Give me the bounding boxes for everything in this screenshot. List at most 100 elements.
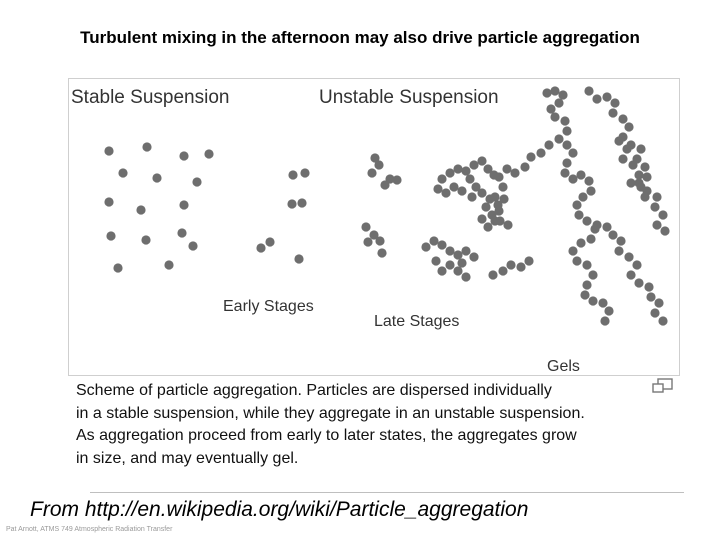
gel-particle [588,296,598,306]
gel-particle [490,216,500,226]
gel-particle [568,246,578,256]
caption-line: Scheme of particle aggregation. Particle… [76,382,552,399]
early-particle [380,180,390,190]
early-particle [367,168,377,178]
late-particle [433,184,443,194]
gel-particle [550,86,560,96]
gel-particle [660,226,670,236]
gel-particle [592,94,602,104]
early-particle [288,170,298,180]
stable-particle [104,197,114,207]
gel-particle [618,114,628,124]
gel-particle [598,298,608,308]
gel-particle [624,122,634,132]
gel-particle [650,202,660,212]
enlarge-icon[interactable] [652,378,674,394]
stable-particle [179,200,189,210]
figure-caption: Scheme of particle aggregation. Particle… [76,380,676,470]
early-particle [377,248,387,258]
late-particle [453,164,463,174]
gel-particle [568,148,578,158]
late-particle [477,214,487,224]
caption-line: As aggregation proceed from early to lat… [76,427,577,444]
gels-label: Gels [547,358,580,375]
gel-particle [650,308,660,318]
gel-particle [652,192,662,202]
gel-particle [520,162,530,172]
gel-particle [654,298,664,308]
gel-particle [568,174,578,184]
gel-particle [636,144,646,154]
gel-particle [622,144,632,154]
stable-particle [204,149,214,159]
early-particle [369,230,379,240]
late-particle [421,242,431,252]
gel-particle [602,222,612,232]
gel-particle [498,182,508,192]
gel-particle [562,126,572,136]
late-particle [461,246,471,256]
gel-particle [640,192,650,202]
gel-particle [634,170,644,180]
late-particle [467,192,477,202]
gel-particle [546,104,556,114]
unstable-suspension-heading: Unstable Suspension [319,87,499,108]
late-particle [449,182,459,192]
late-particle [437,174,447,184]
late-particle [457,186,467,196]
gel-particle [554,98,564,108]
stable-suspension-heading: Stable Suspension [71,87,230,108]
early-particle [297,198,307,208]
gel-particle [542,88,552,98]
late-particle [483,222,493,232]
gel-particle [558,90,568,100]
gel-particle [652,220,662,230]
gel-particle [576,170,586,180]
gel-particle [516,262,526,272]
late-particle [477,188,487,198]
late-particle [477,156,487,166]
late-particle [453,266,463,276]
gel-particle [658,210,668,220]
source-citation: From http://en.wikipedia.org/wiki/Partic… [30,498,529,521]
gel-particle [494,206,504,216]
early-particle [375,236,385,246]
gel-particle [576,238,586,248]
late-particle [429,236,439,246]
late-particle [461,272,471,282]
caption-line: in size, and may eventually gel. [76,449,299,467]
gel-particle [600,316,610,326]
stable-particle [142,142,152,152]
early-particle [256,243,266,253]
gel-particle [510,168,520,178]
late-particle [437,266,447,276]
gel-particle [526,152,536,162]
stable-particle [152,173,162,183]
gel-particle [494,172,504,182]
stable-particle [118,168,128,178]
gel-particle [536,148,546,158]
gel-particle [632,260,642,270]
stable-particle [164,260,174,270]
stable-particle [141,235,151,245]
gel-particle [614,246,624,256]
slide-footer: Pat Arnott, ATMS 749 Atmospheric Radiati… [6,526,173,533]
stable-particle [136,205,146,215]
gel-particle [502,164,512,174]
gel-particle [628,160,638,170]
gel-particle [560,168,570,178]
gel-particle [636,182,646,192]
gel-particle [604,306,614,316]
gel-particle [608,108,618,118]
late-particle [481,202,491,212]
gel-particle [626,270,636,280]
gel-particle [640,162,650,172]
aggregation-figure: Stable Suspension Unstable Suspension Ea… [68,78,680,376]
stable-particle [104,146,114,156]
early-particle [392,175,402,185]
gel-particle [582,280,592,290]
late-particle [445,246,455,256]
stable-particle [177,228,187,238]
gel-particle [562,158,572,168]
gel-particle [554,134,564,144]
